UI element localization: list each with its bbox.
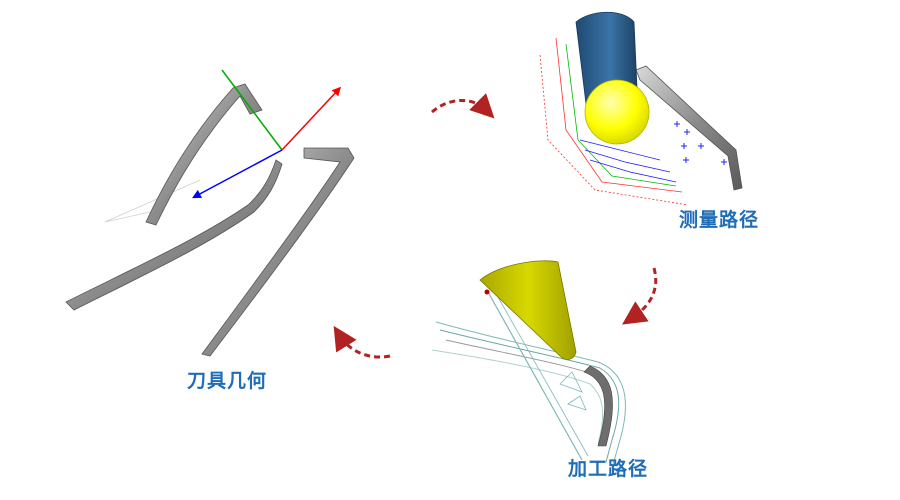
arrow-machining-to-tool [333, 325, 391, 359]
measurement-path-illustration [539, 11, 743, 206]
tool-geometry-illustration [65, 69, 355, 357]
axis-x-line [281, 86, 342, 151]
label-measurement-path: 测量路径 [679, 209, 760, 231]
axis-z-line [192, 149, 283, 199]
label-machining-path: 加工路径 [568, 458, 649, 480]
label-tool-geometry: 刀具几何 [187, 370, 268, 392]
probe-ball [584, 79, 650, 145]
tool-tip-marker [484, 289, 490, 295]
measurement-points [674, 121, 727, 165]
arrow-measure-to-machining [622, 267, 658, 325]
tool-cone [479, 260, 577, 360]
arrow-tool-to-measure [431, 93, 495, 119]
machining-path-illustration [431, 260, 626, 469]
axis-y-line [221, 69, 283, 151]
